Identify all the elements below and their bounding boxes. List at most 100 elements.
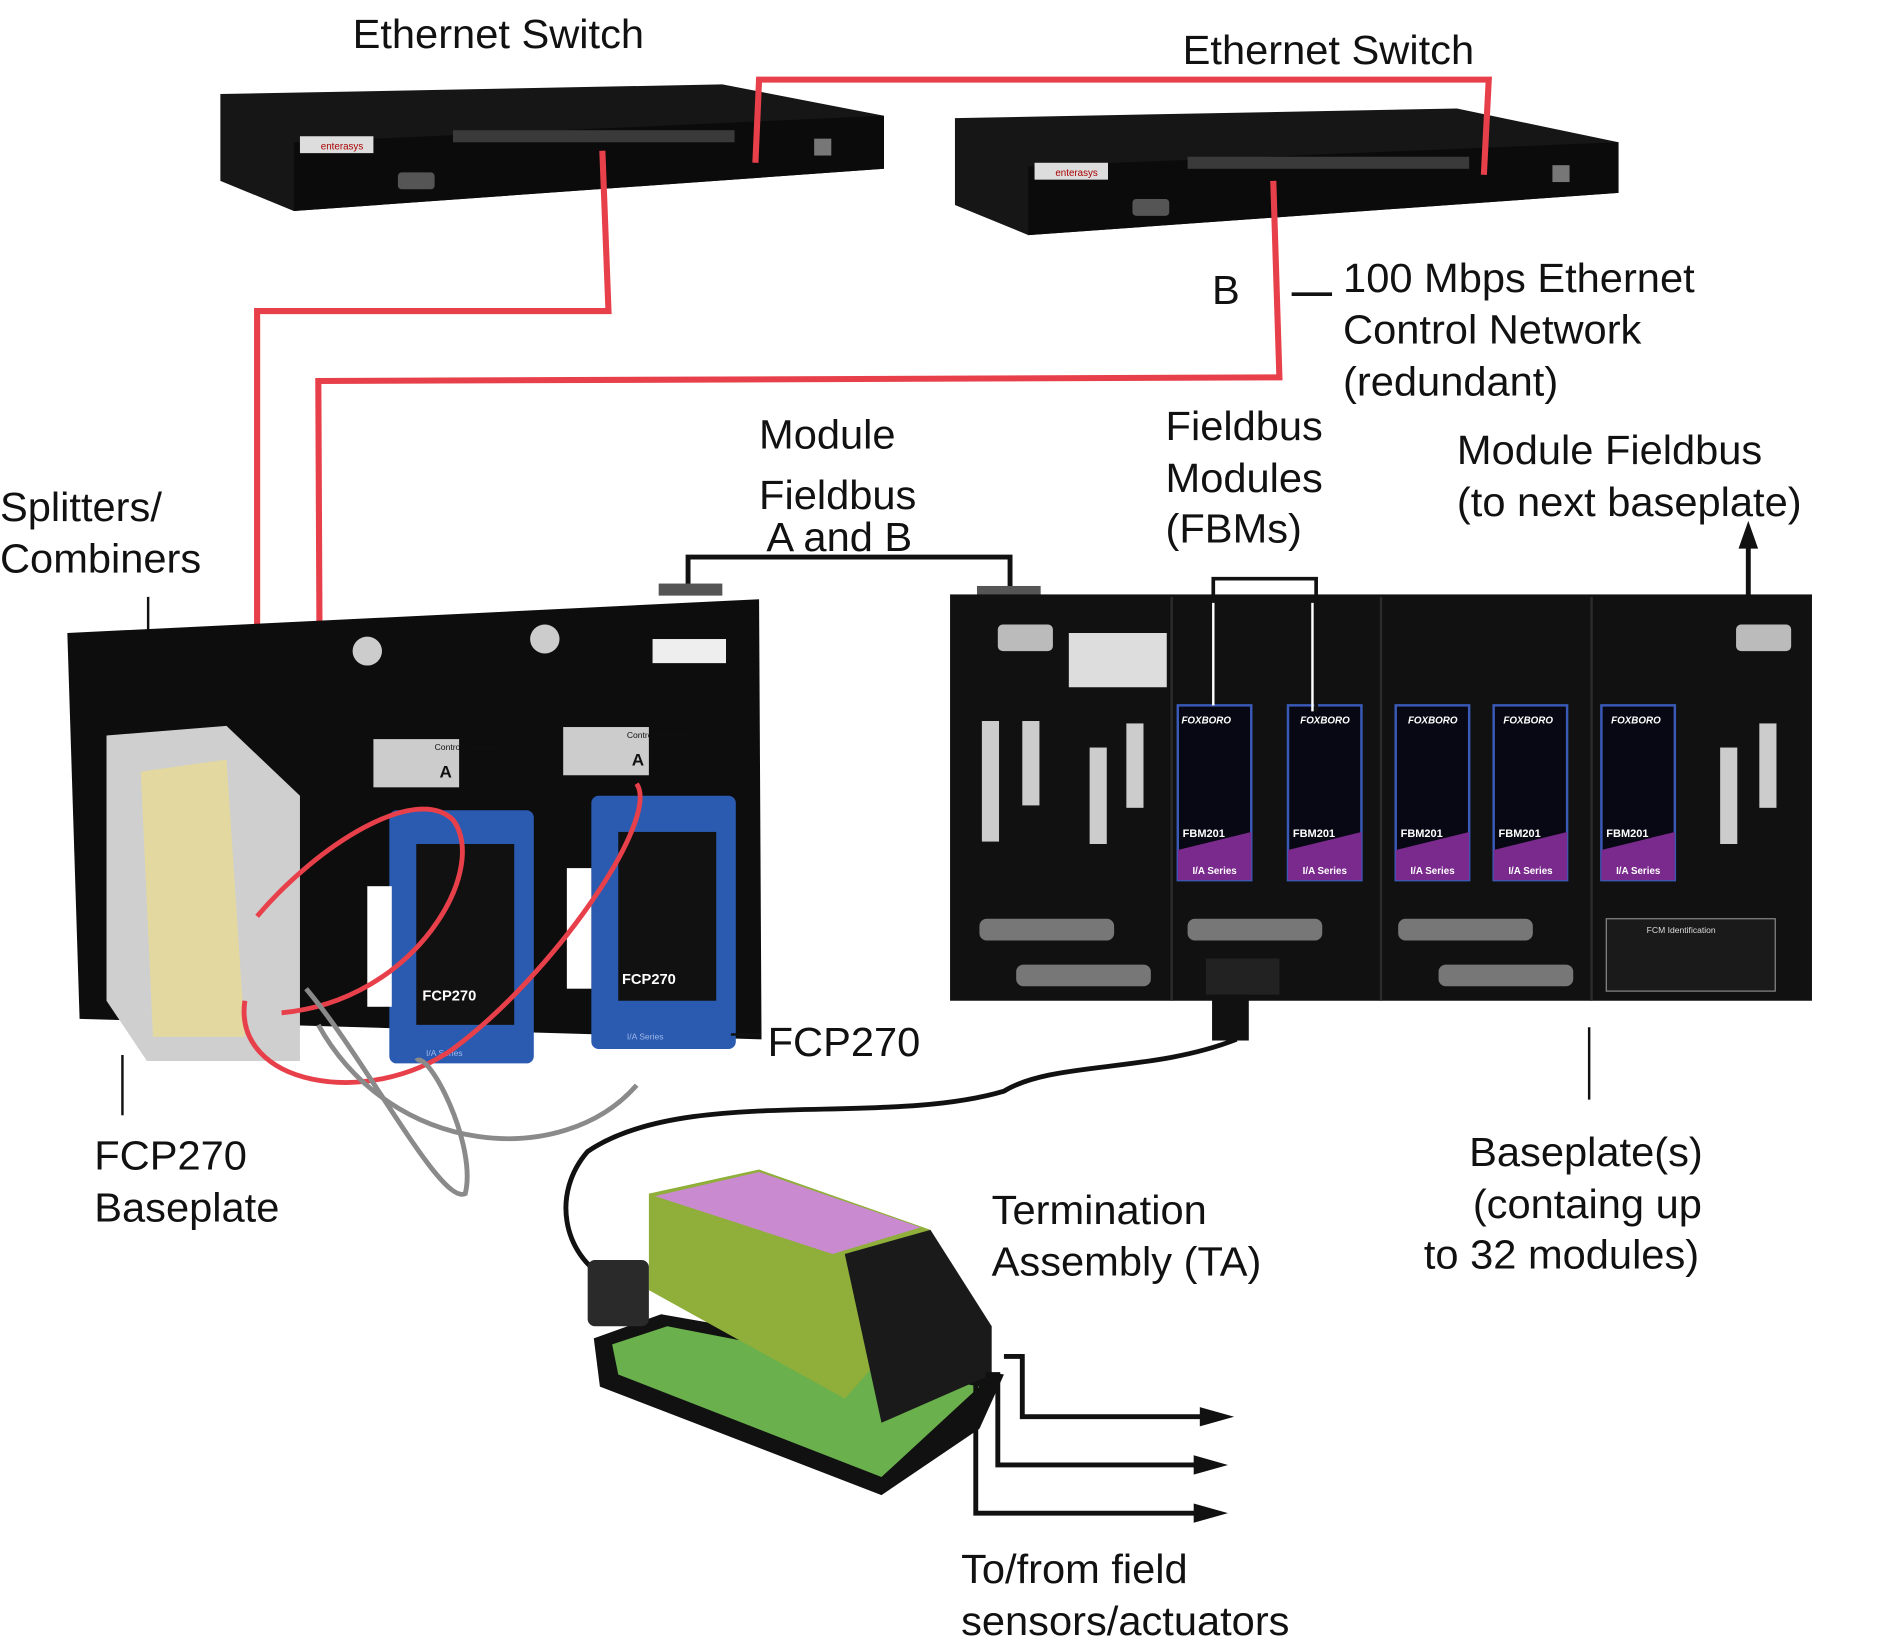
uplink-port xyxy=(1552,165,1570,183)
series-label: I/A Series xyxy=(1303,866,1347,877)
switch-a-label: Ethernet Switch xyxy=(353,12,644,58)
module-fieldbus-label-line1: Module xyxy=(759,412,895,458)
fbm-label-line2: Modules xyxy=(1166,455,1323,501)
arrow-right-icon xyxy=(1193,1503,1228,1523)
module-fieldbus-cable xyxy=(685,554,1013,594)
ta-label-line2: Assembly (TA) xyxy=(992,1239,1262,1285)
fcm-identification-panel xyxy=(1605,918,1776,992)
switch-brand-plate xyxy=(299,136,374,154)
ta-cable-plug xyxy=(1212,994,1249,1041)
fcp-name: FCP270 xyxy=(422,989,476,1005)
network-b-label: B xyxy=(1212,267,1240,313)
ta-label-line1: Termination xyxy=(992,1187,1207,1233)
module-brand: FOXBORO xyxy=(1611,715,1661,726)
fcp-name: FCP270 xyxy=(622,972,676,988)
terminal-block xyxy=(844,1229,992,1423)
ethernet-switch-a: enterasys xyxy=(220,84,884,211)
network-label-line2: Control Network xyxy=(1343,307,1642,353)
fiber-cable-red xyxy=(241,782,643,1085)
switch-brand-plate xyxy=(1034,162,1108,180)
module-name: FBM201 xyxy=(1293,828,1335,840)
termination-assembly xyxy=(587,1169,1004,1496)
module-brand: FOXBORO xyxy=(1300,715,1350,726)
fbm-label-line3: (FBMs) xyxy=(1166,506,1302,552)
fieldbus-port xyxy=(997,624,1053,652)
control-network-label: Control Network xyxy=(627,730,689,740)
series-label: I/A Series xyxy=(627,1031,664,1041)
ta-connector xyxy=(1126,723,1144,808)
module-name: FBM201 xyxy=(1499,828,1541,840)
next-baseplate-label-line2: (to next baseplate) xyxy=(1457,479,1802,525)
inter-switch-cable xyxy=(752,76,1492,175)
ta-connector xyxy=(1720,747,1738,844)
network-a-marker: A xyxy=(440,763,452,782)
ta-port xyxy=(1438,964,1574,987)
fcp270-module-1: Control Network A FCP270 I/A Series xyxy=(367,739,534,1064)
fiber-cable-gray xyxy=(316,1023,639,1142)
ta-cable-connector xyxy=(1205,958,1280,995)
series-label: I/A Series xyxy=(1410,866,1454,877)
module-name: FBM201 xyxy=(1606,828,1648,840)
field-label-line2: sensors/actuators xyxy=(961,1598,1289,1644)
arrow-up-icon xyxy=(1738,520,1759,549)
module-fieldbus-label-line3: A and B xyxy=(766,514,912,560)
splitters-label-line1: Splitters/ xyxy=(0,484,162,530)
fcp270-baseplate: Control Network A FCP270 I/A Series Cont… xyxy=(67,599,762,1197)
fcp270-label: FCP270 xyxy=(768,1019,921,1065)
console-port xyxy=(1132,198,1170,216)
field-wiring xyxy=(973,1354,1213,1516)
module-name: FBM201 xyxy=(1183,828,1225,840)
ta-cover xyxy=(655,1171,921,1254)
field-label-line1: To/from field xyxy=(961,1546,1188,1592)
network-label-line1: 100 Mbps Ethernet xyxy=(1343,255,1695,301)
ta-connector xyxy=(1022,721,1040,806)
module-brand: FOXBORO xyxy=(1408,715,1458,726)
next-baseplate-label-line1: Module Fieldbus xyxy=(1457,427,1762,473)
gear-icon xyxy=(352,636,382,666)
ta-port xyxy=(1398,918,1533,941)
module-name: FBM201 xyxy=(1401,828,1443,840)
ta-connector xyxy=(587,1259,649,1327)
series-label: I/A Series xyxy=(1192,866,1236,877)
fcp-baseplate-label-line1: FCP270 xyxy=(94,1133,247,1179)
ta-connector xyxy=(1089,747,1107,844)
fcp-baseplate-label-line2: Baseplate xyxy=(94,1185,279,1231)
ta-port xyxy=(1016,964,1151,987)
baseplates-label-line2: (containg up xyxy=(1473,1181,1702,1227)
gear-icon xyxy=(530,624,560,654)
power-connector xyxy=(652,639,727,664)
module-fieldbus-label-line2: Fieldbus xyxy=(759,472,916,518)
switch-brand-label: enterasys xyxy=(1055,168,1098,179)
fieldbus-connector xyxy=(658,583,723,596)
arrow-right-icon xyxy=(1193,1455,1228,1475)
module-brand: FOXBORO xyxy=(1181,715,1231,726)
series-label: I/A Series xyxy=(1616,866,1660,877)
network-label-line3: (redundant) xyxy=(1343,359,1558,405)
fieldbus-port xyxy=(1736,624,1792,652)
module-brand: FOXBORO xyxy=(1503,715,1553,726)
ta-connector xyxy=(981,721,1000,842)
ta-port xyxy=(1187,918,1323,941)
uplink-port xyxy=(814,138,832,156)
network-a-cable xyxy=(254,150,612,917)
ta-cable xyxy=(563,1037,1238,1281)
switch-port-row xyxy=(1187,156,1470,169)
ta-connector xyxy=(1759,723,1777,808)
console-port xyxy=(397,172,435,190)
arrow-right-icon xyxy=(1199,1407,1235,1427)
switch-b-label: Ethernet Switch xyxy=(1183,27,1474,73)
switch-port-row xyxy=(452,130,735,143)
baseplates-label-line3: to 32 modules) xyxy=(1424,1232,1699,1278)
fcm-identification-label: FCM Identification xyxy=(1647,925,1716,935)
fiber-cable-gray xyxy=(304,987,470,1197)
network-a-marker: A xyxy=(632,751,644,770)
control-network-label: Control Network xyxy=(435,742,497,752)
